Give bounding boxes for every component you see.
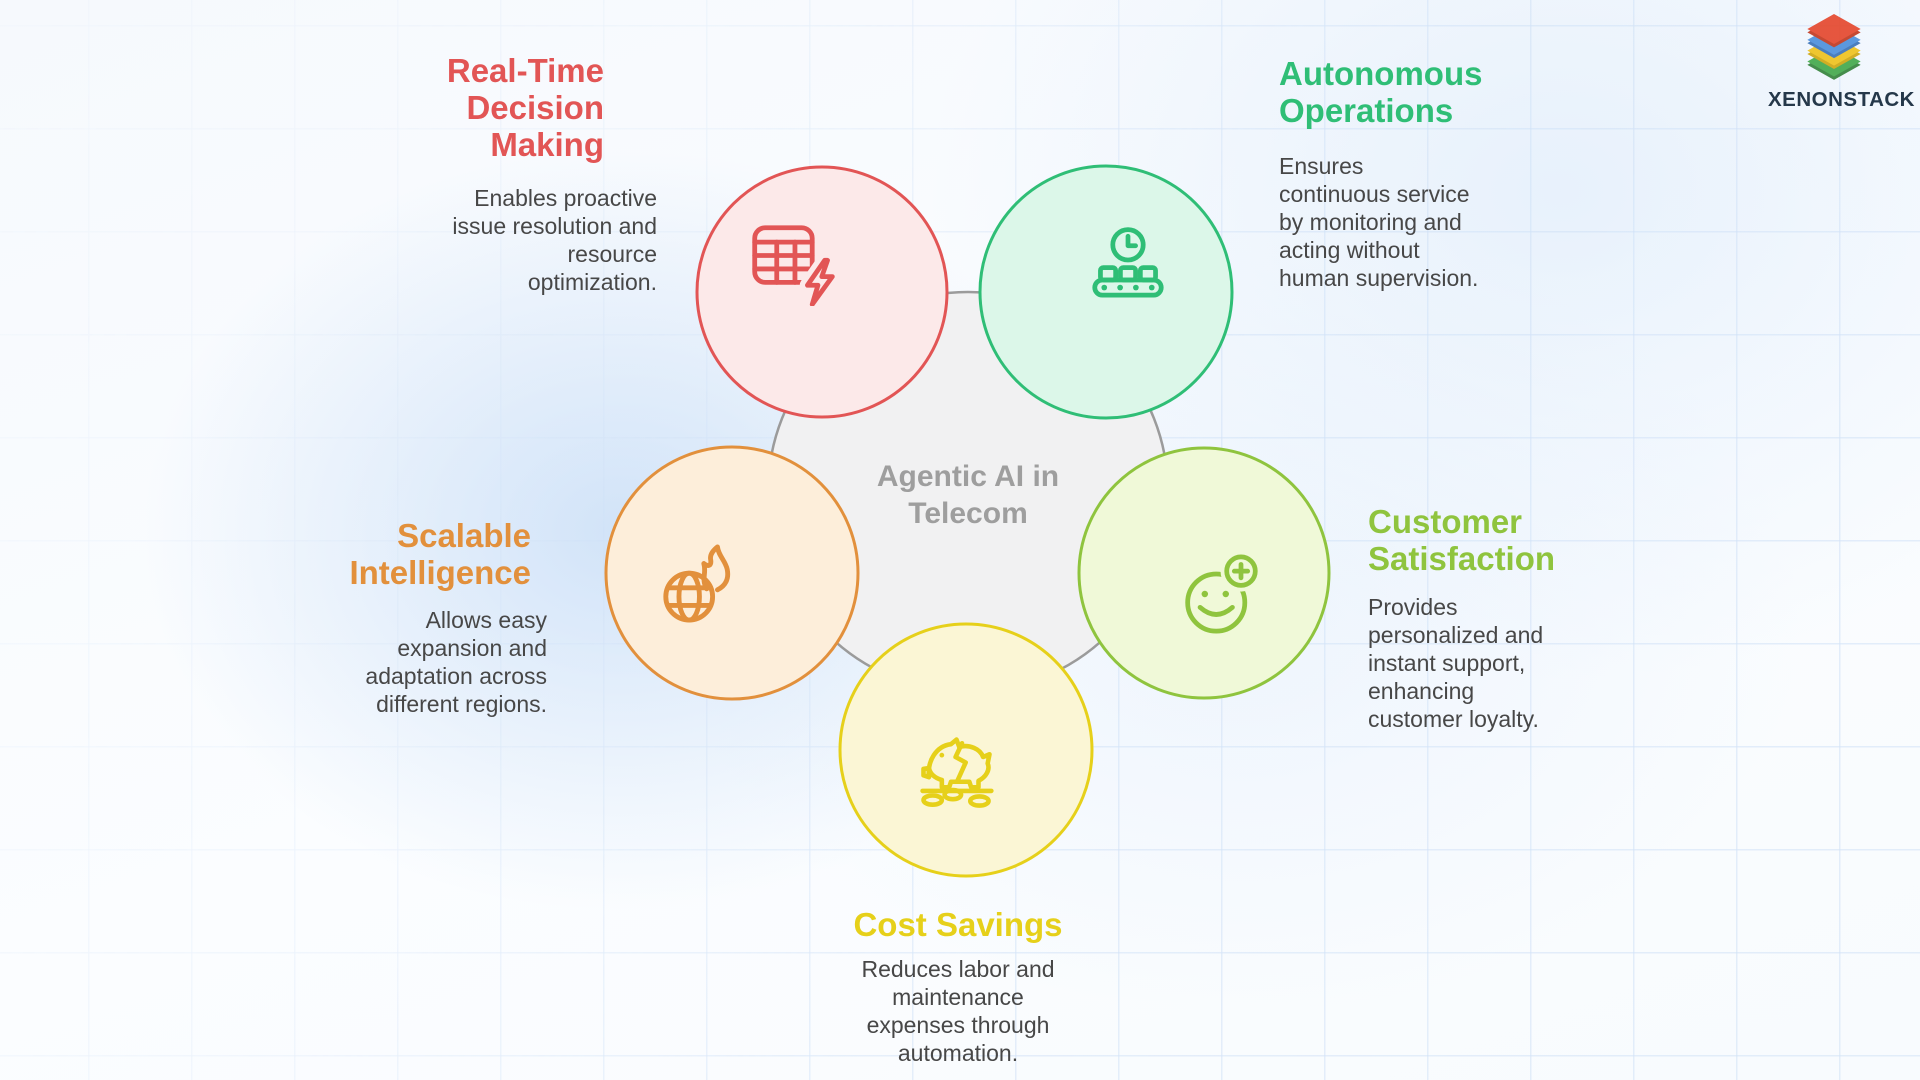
clock-conveyor-icon xyxy=(1090,222,1166,302)
description-real-time-decision-making: Enables proactive issue resolution and r… xyxy=(452,185,657,295)
circle-cost-savings xyxy=(838,622,1094,878)
center-title: Agentic AI in Telecom xyxy=(876,460,1060,530)
xenonstack-stack-icon xyxy=(1807,14,1861,80)
globe-flame-icon xyxy=(658,544,736,626)
description-cost-savings: Reduces labor and maintenance expenses t… xyxy=(861,956,1055,1066)
piggy-bank-coins-icon xyxy=(918,735,1006,812)
smiley-plus-icon xyxy=(1181,554,1261,634)
table-lightning-icon xyxy=(748,222,840,307)
title-cost-savings: Cost Savings xyxy=(853,906,1063,943)
title-real-time-decision-making: Real-Time Decision Making xyxy=(446,52,604,163)
description-customer-satisfaction: Provides personalized and instant suppor… xyxy=(1368,594,1544,732)
description-autonomous-operations: Ensures continuous service by monitoring… xyxy=(1279,153,1479,291)
title-customer-satisfaction: Customer Satisfaction xyxy=(1368,503,1556,577)
xenonstack-logo-text: XENONSTACK xyxy=(1768,87,1915,111)
description-scalable-intelligence: Allows easy expansion and adaptation acr… xyxy=(365,607,547,717)
title-scalable-intelligence: Scalable Intelligence xyxy=(349,517,531,591)
circle-customer-satisfaction xyxy=(1077,446,1331,700)
xenonstack-logo: XENONSTACK xyxy=(1768,14,1915,112)
title-autonomous-operations: Autonomous Operations xyxy=(1279,55,1483,129)
circle-autonomous-operations xyxy=(978,164,1234,420)
